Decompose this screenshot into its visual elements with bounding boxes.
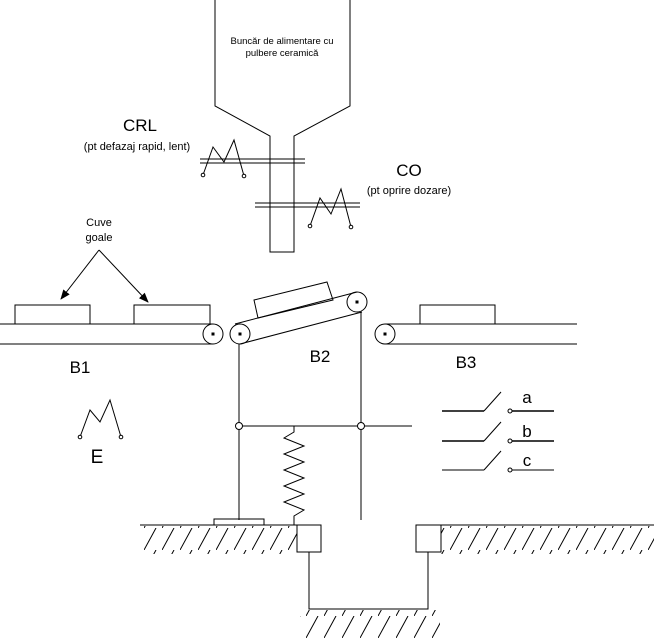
empty-cups-line2: goale: [86, 232, 113, 244]
empty-cups-line1: Cuve: [86, 217, 112, 229]
belt-b3-label: B3: [456, 353, 477, 372]
belt-b3-roller: [374, 323, 396, 345]
frame-joint-left: [235, 422, 243, 430]
co-gate: CO (pt oprire dozare): [255, 161, 451, 230]
arrow-to-cup-1: [60, 249, 100, 300]
crl-gate: CRL (pt defazaj rapid, lent): [84, 116, 305, 179]
co-title: CO: [396, 161, 422, 180]
sensor-e: E: [77, 398, 124, 468]
switch-group: a b c: [442, 388, 554, 473]
arrow-to-cup-2: [98, 249, 149, 303]
switch-c-label: c: [523, 451, 532, 470]
belt-b3: B3: [374, 304, 577, 372]
feed-hopper: Buncăr de alimentare cu pulbere ceramică: [214, 0, 351, 253]
crl-subtitle: (pt defazaj rapid, lent): [84, 141, 190, 153]
hopper-label-line2: pulbere ceramică: [246, 48, 320, 59]
belt-b2-label: B2: [310, 347, 331, 366]
switch-b: b: [442, 421, 554, 444]
switch-a: a: [442, 388, 554, 414]
weighing-frame: [213, 312, 412, 526]
crl-contact-symbol: [202, 138, 245, 177]
belt-b1-label: B1: [70, 358, 91, 377]
empty-cup-1: [14, 304, 91, 325]
crl-title: CRL: [123, 116, 157, 135]
sensor-e-symbol: [79, 398, 122, 438]
switch-c: c: [442, 450, 554, 473]
belt-b2-roller-left: [229, 323, 251, 345]
support-block-right: [415, 524, 442, 553]
ground: [140, 524, 654, 638]
belt-b2: B2: [229, 281, 368, 366]
belt-b2-roller-right: [346, 291, 368, 313]
hopper-label-line1: Buncăr de alimentare cu: [231, 36, 334, 47]
belt-b1: B1: [0, 304, 224, 377]
weighed-cup: [253, 281, 334, 319]
empty-cup-2: [133, 304, 211, 325]
co-contact-symbol: [309, 187, 352, 228]
co-subtitle: (pt oprire dozare): [367, 185, 451, 197]
support-block-left: [296, 524, 322, 553]
switch-a-label: a: [522, 388, 532, 407]
support-pit: [308, 552, 429, 610]
frame-joint-right: [357, 422, 365, 430]
load-spring: [282, 426, 306, 525]
belt-b1-roller: [202, 323, 224, 345]
switch-b-label: b: [522, 422, 531, 441]
full-cup: [419, 304, 496, 325]
sensor-e-label: E: [91, 447, 104, 468]
empty-cups-callout: Cuve goale: [60, 217, 149, 303]
